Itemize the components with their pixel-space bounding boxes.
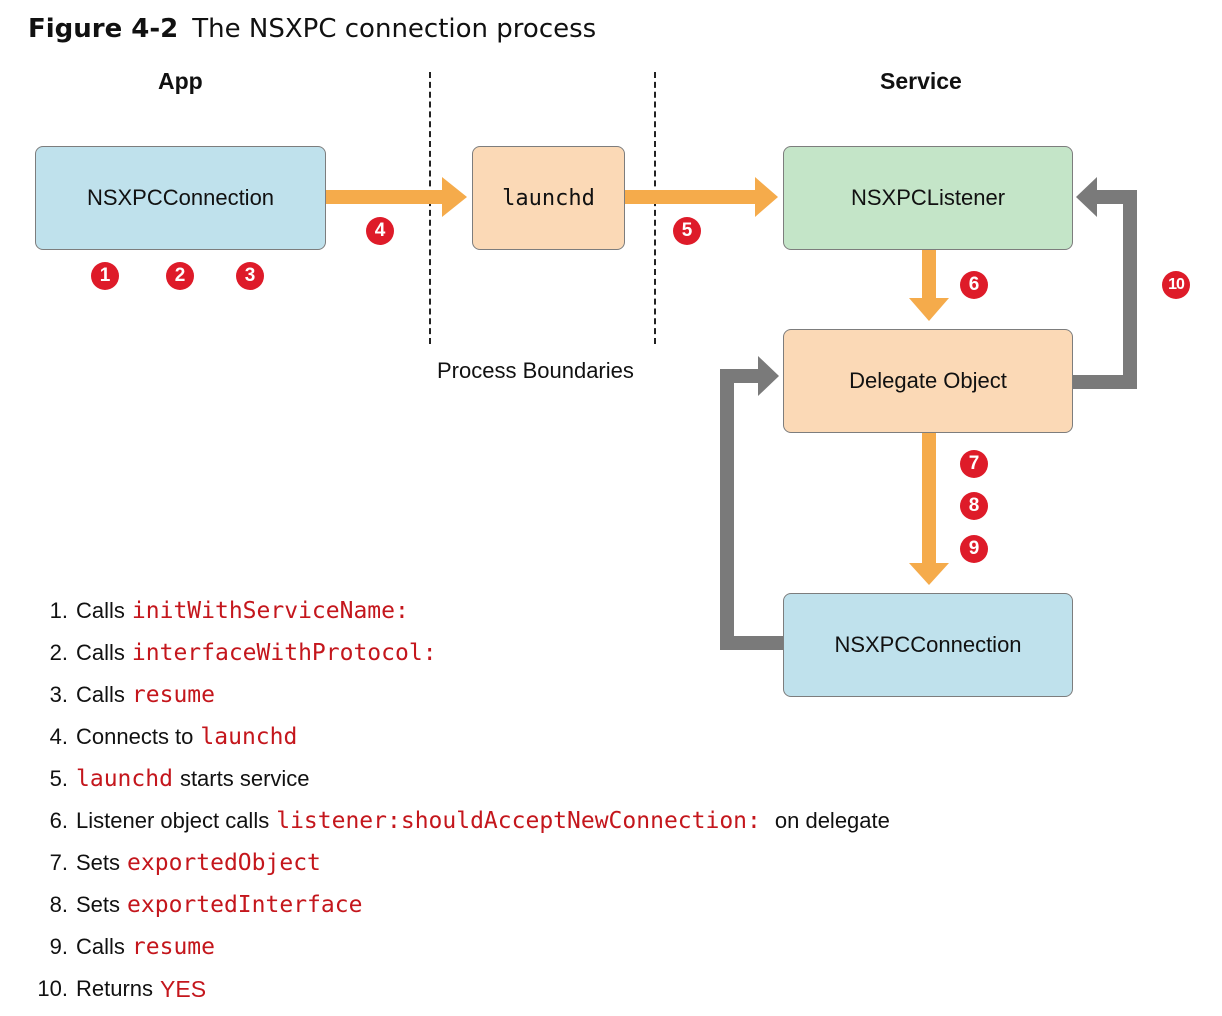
launchd-box: launchd [472,146,625,250]
list-item: 1. Calls initWithServiceName: [28,590,1028,632]
step-code: YES [160,975,207,1002]
figure-number: Figure 4-2 [28,14,179,44]
step-text: Calls [76,640,125,665]
step-text: starts service [179,766,310,791]
delegate-object-box: Delegate Object [783,329,1073,433]
arrow-connection-to-delegate [720,356,783,650]
list-item: 5. launchd starts service [28,758,1028,800]
step-code: interfaceWithProtocol: [131,640,437,666]
step-number: 4. [49,724,68,749]
list-item: 2. Calls interfaceWithProtocol: [28,632,1028,674]
step-badge-10: 10 [1162,271,1190,299]
step-badge-1: 1 [91,262,119,290]
list-item: 8. Sets exportedInterface [28,884,1028,926]
step-text: Listener object calls [76,808,270,833]
step-number: 9. [49,934,68,959]
step-text: Calls [76,598,125,623]
process-boundary-left [429,72,431,344]
app-column-heading: App [158,68,203,94]
process-boundary-right [654,72,656,344]
step-number: 1. [49,598,68,623]
step-code: launchd [76,766,173,792]
step-code: exportedObject [127,850,321,876]
figure-caption: The NSXPC connection process [192,14,597,44]
service-column-heading: Service [880,68,962,94]
step-text: Returns [76,976,154,1001]
step-text: Sets [76,892,121,917]
step-number: 5. [49,766,68,791]
steps-list: 1. Calls initWithServiceName: 2. Calls i… [28,590,1028,1010]
step-badge-3: 3 [236,262,264,290]
step-number: 3. [49,682,68,707]
step-badge-2: 2 [166,262,194,290]
arrow-delegate-to-listener [1073,177,1137,389]
step-number: 2. [49,640,68,665]
step-number: 7. [49,850,68,875]
arrow-listener-to-delegate [909,250,949,321]
step-badge-5: 5 [673,217,701,245]
step-badge-7: 7 [960,450,988,478]
step-number: 8. [49,892,68,917]
step-badge-6: 6 [960,271,988,299]
arrow-delegate-to-connection [909,433,949,585]
step-code: listener:shouldAcceptNewConnection: [276,808,761,834]
step-code: resume [131,934,215,960]
list-item: 7. Sets exportedObject [28,842,1028,884]
step-text: on delegate [774,808,890,833]
process-boundaries-label: Process Boundaries [437,358,634,383]
launchd-label: launchd [502,185,595,211]
list-item: 9. Calls resume [28,926,1028,968]
delegate-object-label: Delegate Object [849,368,1007,393]
arrow-launchd-to-listener [625,177,778,217]
figure-title: Figure 4-2 The NSXPC connection process [28,14,596,44]
app-nsxpcconnection-label: NSXPCConnection [86,185,275,210]
step-text: Calls [76,682,125,707]
step-number: 6. [49,808,68,833]
service-nsxpcconnection-box: NSXPCConnection [783,593,1073,697]
step-code: exportedInterface [127,892,363,918]
app-nsxpcconnection-box: NSXPCConnection [35,146,326,250]
step-text: Connects to [76,724,194,749]
step-text: Sets [76,850,121,875]
nsxpclistener-label: NSXPCListener [850,185,1006,210]
list-item: 4. Connects to launchd [28,716,1028,758]
step-code: initWithServiceName: [131,598,409,624]
step-code: launchd [200,724,298,750]
step-badge-8: 8 [960,492,988,520]
step-text: Calls [76,934,125,959]
list-item: 6. Listener object calls listener:should… [28,800,1028,842]
step-number: 10. [37,976,68,1001]
arrow-app-to-launchd [326,177,467,217]
step-code: resume [131,682,215,708]
step-badge-4: 4 [366,217,394,245]
list-item: 10. Returns YES [28,968,1028,1010]
list-item: 3. Calls resume [28,674,1028,716]
step-badge-9: 9 [960,535,988,563]
service-nsxpcconnection-label: NSXPCConnection [834,632,1022,657]
nsxpclistener-box: NSXPCListener [783,146,1073,250]
